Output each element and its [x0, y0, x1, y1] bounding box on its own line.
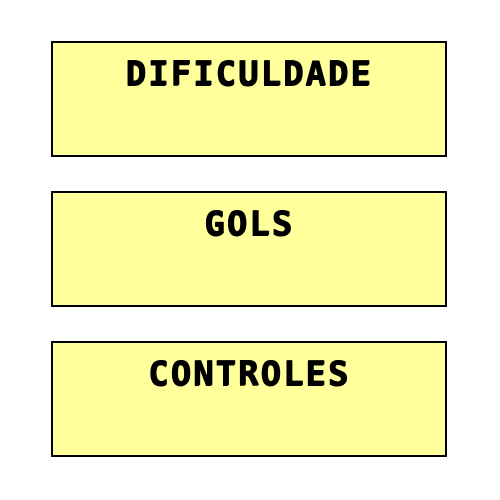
controls-label: CONTROLES: [147, 354, 351, 394]
difficulty-button[interactable]: DIFICULDADE: [51, 41, 447, 157]
controls-button[interactable]: CONTROLES: [51, 341, 447, 457]
goals-label: GOLS: [204, 204, 294, 244]
difficulty-label: DIFICULDADE: [125, 54, 373, 94]
goals-button[interactable]: GOLS: [51, 191, 447, 307]
